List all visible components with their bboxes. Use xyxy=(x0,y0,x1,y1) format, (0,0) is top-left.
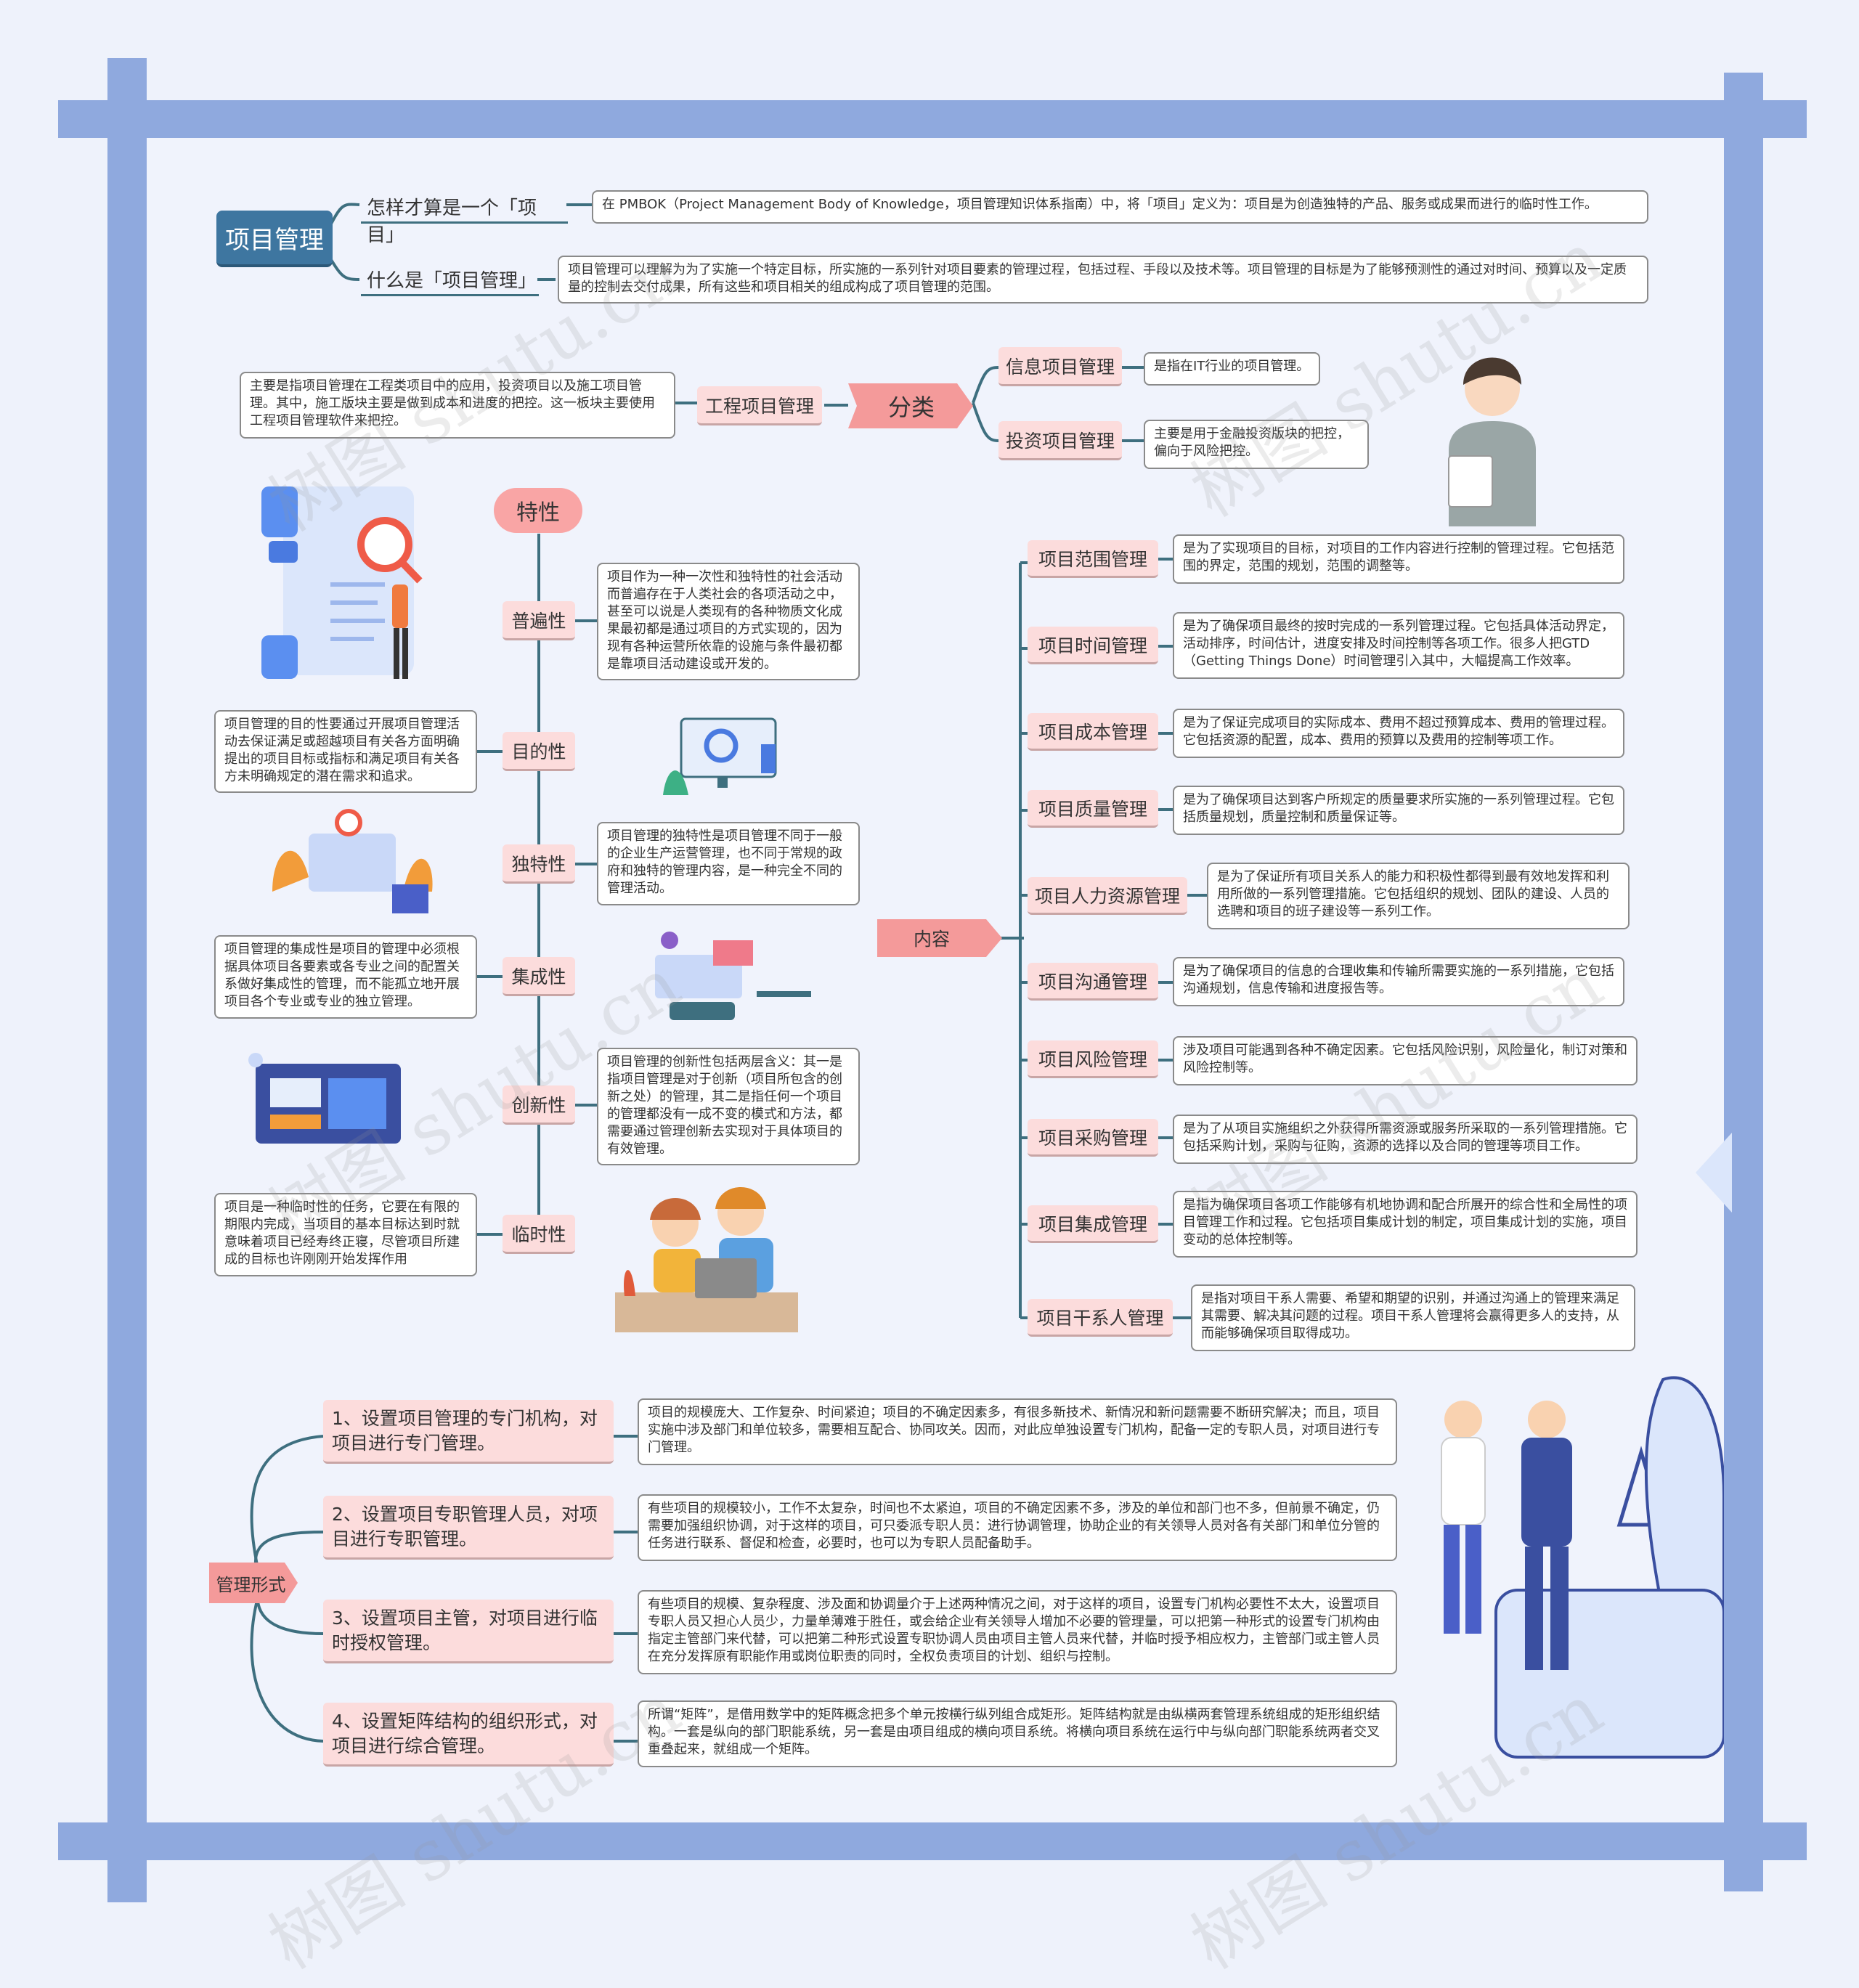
feature-temporariness[interactable]: 临时性 xyxy=(503,1215,575,1254)
engineering-pm-node[interactable]: 工程项目管理 xyxy=(697,386,822,425)
content-scope[interactable]: 项目范围管理 xyxy=(1028,540,1158,578)
content-node[interactable]: 内容 xyxy=(877,919,986,957)
content-risk[interactable]: 项目风险管理 xyxy=(1028,1040,1158,1078)
content-integration-text: 是指为确保项目各项工作能够有机地协调和配合所展开的综合性和全局性的项目管理工作和… xyxy=(1173,1191,1638,1258)
businessman-illustration xyxy=(1438,349,1547,526)
content-stakeholder[interactable]: 项目干系人管理 xyxy=(1028,1299,1173,1337)
content-communication[interactable]: 项目沟通管理 xyxy=(1028,963,1158,1001)
invest-pm-node[interactable]: 投资项目管理 xyxy=(998,421,1122,460)
document-search-illustration xyxy=(254,483,443,686)
feature-purpose[interactable]: 目的性 xyxy=(503,732,575,771)
content-hr[interactable]: 项目人力资源管理 xyxy=(1028,877,1187,915)
feature-purpose-text: 项目管理的目的性要通过开展项目管理活动去保证满足或超越项目有关各方面明确提出的项… xyxy=(214,710,477,793)
content-stakeholder-text: 是指对项目干系人需要、希望和期望的识别，并通过沟通上的管理来满足其需要、解决其问… xyxy=(1191,1284,1635,1351)
content-integration[interactable]: 项目集成管理 xyxy=(1028,1205,1158,1243)
form-2-text: 有些项目的规模较小，工作不太复杂，时间也不太紧迫，项目的不确定因素不多，涉及的单… xyxy=(638,1494,1397,1561)
form-2[interactable]: 2、设置项目专职管理人员，对项目进行专职管理。 xyxy=(323,1496,614,1560)
definition-pm-label[interactable]: 什么是「项目管理」 xyxy=(361,263,539,296)
content-procurement-text: 是为了从项目实施组织之外获得所需资源或服务所采取的一系列管理措施。它包括采购计划… xyxy=(1173,1115,1638,1164)
feature-uniqueness[interactable]: 独特性 xyxy=(503,844,575,884)
forms-node[interactable]: 管理形式 xyxy=(209,1563,293,1603)
classification-node[interactable]: 分类 xyxy=(857,383,966,428)
feature-integration[interactable]: 集成性 xyxy=(503,957,575,996)
content-scope-text: 是为了实现项目的目标，对项目的工作内容进行控制的管理过程。它包括范围的界定，范围… xyxy=(1173,534,1624,584)
content-time[interactable]: 项目时间管理 xyxy=(1028,627,1158,664)
dashboard-illustration xyxy=(241,1053,415,1158)
form-1[interactable]: 1、设置项目管理的专门机构，对项目进行专门管理。 xyxy=(323,1400,614,1464)
content-quality-text: 是为了确保项目达到客户所规定的质量要求所实施的一系列管理过程。它包括质量规划，质… xyxy=(1173,786,1624,835)
invest-pm-text: 主要是用于金融投资版块的把控，偏向于风险把控。 xyxy=(1144,420,1369,469)
form-3[interactable]: 3、设置项目主管，对项目进行临时授权管理。 xyxy=(323,1600,614,1663)
form-1-text: 项目的规模庞大、工作复杂、时间紧迫；项目的不确定因素多，有很多新技术、新情况和新… xyxy=(638,1398,1397,1465)
feature-universality[interactable]: 普遍性 xyxy=(503,601,575,640)
root-node[interactable]: 项目管理 xyxy=(216,211,333,267)
content-hr-text: 是为了保证所有项目关系人的能力和积极性都得到最有效地发挥和利用所做的一系列管理措… xyxy=(1207,863,1630,929)
definition-project-label[interactable]: 怎样才算是一个「项目」 xyxy=(361,190,568,224)
meeting-illustration xyxy=(640,929,815,1024)
colleagues-illustration xyxy=(1402,1351,1724,1822)
content-communication-text: 是为了确保项目的信息的合理收集和传输所需要实施的一系列措施，它包括沟通规划，信息… xyxy=(1173,957,1624,1006)
form-4[interactable]: 4、设置矩阵结构的组织形式，对项目进行综合管理。 xyxy=(323,1703,614,1767)
side-shape xyxy=(1696,1133,1732,1213)
feature-temporariness-text: 项目是一种临时性的任务，它要在有限的期限内完成，当项目的基本目标达到时就意味着项… xyxy=(214,1193,477,1276)
feature-universality-text: 项目作为一种一次性和独特性的社会活动而普遍存在于人类社会的各项活动之中，甚至可以… xyxy=(597,563,860,680)
content-time-text: 是为了确保项目最终的按时完成的一系列管理过程。它包括具体活动界定，活动排序，时间… xyxy=(1173,612,1624,679)
definition-pm-text: 项目管理可以理解为为了实施一个特定目标，所实施的一系列针对项目要素的管理过程，包… xyxy=(558,256,1648,304)
content-cost[interactable]: 项目成本管理 xyxy=(1028,713,1158,751)
content-cost-text: 是为了保证完成项目的实际成本、费用不超过预算成本、费用的管理过程。它包括资源的配… xyxy=(1173,709,1624,758)
definition-project-text: 在 PMBOK（Project Management Body of Knowl… xyxy=(592,190,1648,224)
content-quality[interactable]: 项目质量管理 xyxy=(1028,790,1158,828)
content-risk-text: 涉及项目可能遇到各种不确定因素。它包括风险识别，风险量化，制订对策和风险控制等。 xyxy=(1173,1036,1638,1085)
feature-integration-text: 项目管理的集成性是项目的管理中必须根据具体项目各要素或各专业之间的配置关系做好集… xyxy=(214,935,477,1019)
form-4-text: 所谓“矩阵”，是借用数学中的矩阵概念把多个单元按横行纵列组合成矩形。矩阵结构就是… xyxy=(638,1700,1397,1767)
feature-innovation[interactable]: 创新性 xyxy=(503,1085,575,1125)
info-pm-text: 是指在IT行业的项目管理。 xyxy=(1144,352,1320,386)
info-pm-node[interactable]: 信息项目管理 xyxy=(998,347,1122,386)
students-laptop-illustration xyxy=(614,1180,799,1332)
target-team-illustration xyxy=(269,804,439,917)
engineering-pm-text: 主要是指项目管理在工程类项目中的应用，投资项目以及施工项目管理。其中，施工版块主… xyxy=(240,372,675,439)
form-3-text: 有些项目的规模、复杂程度、涉及面和协调量介于上述两种情况之间，对于这样的项目，设… xyxy=(638,1590,1397,1674)
feature-uniqueness-text: 项目管理的独特性是项目管理不同于一般的企业生产运营管理，也不同于常规的政府和独特… xyxy=(597,822,860,905)
features-node[interactable]: 特性 xyxy=(494,488,582,533)
content-procurement[interactable]: 项目采购管理 xyxy=(1028,1119,1158,1157)
feature-innovation-text: 项目管理的创新性包括两层含义：其一是指项目管理是对于创新（项目所包含的创新之处）… xyxy=(597,1048,860,1165)
monitor-gear-illustration xyxy=(659,715,797,799)
